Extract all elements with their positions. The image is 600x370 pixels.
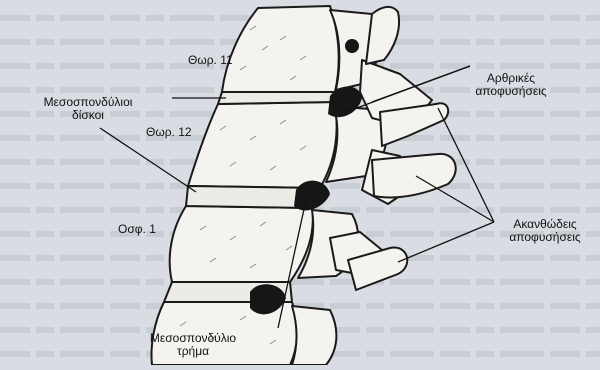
label-articular-processes-line2: αποφυσήσεις (452, 85, 570, 98)
label-intervertebral-discs: Μεσοσπονδύλιοι δίσκοι (8, 96, 168, 122)
label-intervertebral-foramen-line2: τρήμα (128, 345, 258, 358)
label-thor11: Θωρ. 11 (188, 54, 233, 67)
label-spinous-processes-line2: αποφυσήσεις (490, 231, 600, 244)
spinous-process-t11 (366, 7, 399, 64)
label-intervertebral-foramen: Μεσοσπονδύλιο τρήμα (128, 332, 258, 358)
label-articular-processes: Αρθρικές αποφυσήσεις (452, 72, 570, 98)
label-intervertebral-discs-line2: δίσκοι (8, 109, 168, 122)
label-osf1: Οσφ. 1 (118, 223, 156, 236)
disc-t11-t12 (218, 92, 335, 104)
label-spinous-processes: Ακανθώδεις αποφυσήσεις (490, 218, 600, 244)
spinous-process-l1 (372, 154, 456, 198)
vertebra-body-l1 (170, 206, 313, 282)
rib-facet-t11 (345, 39, 359, 53)
label-thor12: Θωρ. 12 (146, 126, 192, 139)
pedicle-l2 (292, 306, 336, 365)
